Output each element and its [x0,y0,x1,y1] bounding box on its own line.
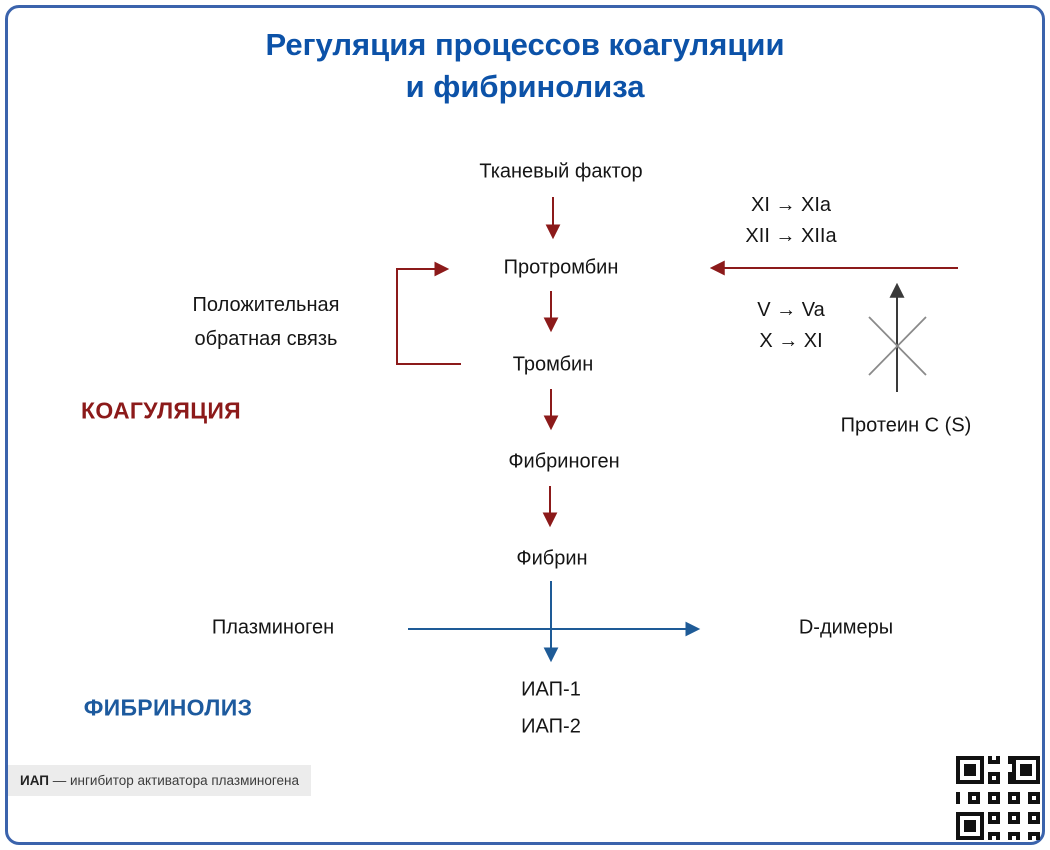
page-title-line-1: Регуляция процессов коагуляции [265,27,785,62]
abbreviation-footnote: ИАП — ингибитор активатора плазминогена [8,765,311,796]
feedback-label: Положительная обратная связь [193,288,340,356]
node-fibrinogen: Фибриноген [508,450,620,473]
inhibition-cross-icon [868,316,927,376]
node-plasminogen: Плазминоген [211,616,335,639]
feedback-loop-arrow [396,261,461,365]
node-iap-1: ИАП-1 [521,678,581,701]
feedback-label-line-1: Положительная [192,294,340,316]
reaction-xii: XII → XIIa [745,225,837,247]
footnote-abbr: ИАП [20,773,49,788]
node-prothrombin: Протромбин [503,256,619,279]
footnote-text: — ингибитор активатора плазминогена [48,773,299,788]
reaction-v: V → Va [757,299,825,321]
node-thrombin: Тромбин [512,353,594,376]
node-protein-c: Протеин C (S) [840,414,972,437]
reaction-x: X → XI [759,330,823,352]
contact-activation-reactions: XI → XIa XII → XIIa [745,190,836,252]
inhibited-reactions: V → Va X → XI [757,295,824,357]
node-iap-2: ИАП-2 [521,715,581,738]
node-d-dimers: D-димеры [798,616,894,639]
section-fibrinolysis: ФИБРИНОЛИЗ [83,694,253,721]
reaction-xi: XI → XIa [750,194,832,216]
qr-code [956,756,1040,840]
node-fibrin: Фибрин [516,547,588,570]
section-coagulation: КОАГУЛЯЦИЯ [81,397,241,424]
page-title-line-2: и фибринолиза [405,69,645,104]
feedback-label-line-2: обратная связь [194,328,338,350]
node-tissue-factor: Тканевый фактор [479,160,643,183]
page-title: Регуляция процессов коагуляции и фибрино… [0,24,1050,108]
